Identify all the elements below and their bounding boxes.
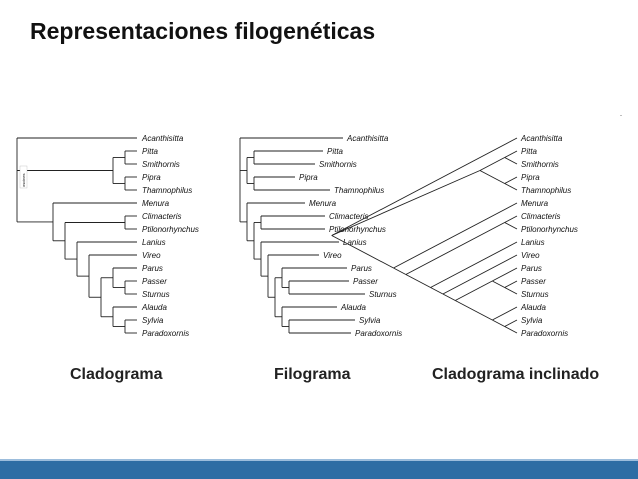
taxon-label-sylvia: Sylvia: [142, 316, 164, 325]
branch-line: [504, 157, 518, 165]
branch-line: [430, 287, 444, 295]
branch-line: [331, 137, 518, 236]
taxon-label-acanthisitta: Acanthisitta: [141, 134, 184, 143]
taxon-label-pipra: Pipra: [299, 173, 318, 182]
taxon-label-sylvia: Sylvia: [359, 316, 381, 325]
branch-line: [455, 300, 493, 321]
side-label-box: [19, 165, 28, 189]
phylogram-caption: Filograma: [274, 366, 351, 383]
taxon-label-ptilonorhynchus: Ptilonorhynchus: [329, 225, 386, 234]
taxon-label-thamnophilus: Thamnophilus: [142, 186, 192, 195]
taxon-label-smithornis: Smithornis: [319, 160, 357, 169]
taxon-label-pitta: Pitta: [327, 147, 344, 156]
branch-line: [393, 267, 407, 275]
branch-line: [492, 267, 518, 282]
taxon-label-vireo: Vireo: [323, 251, 342, 260]
branch-line: [504, 287, 518, 295]
taxon-label-pitta: Pitta: [521, 147, 538, 156]
taxon-label-pipra: Pipra: [142, 173, 161, 182]
taxon-label-climacteris: Climacteris: [142, 212, 182, 221]
taxon-label-pipra: Pipra: [521, 173, 540, 182]
branch-line: [442, 293, 456, 301]
branch-line: [504, 215, 518, 223]
taxon-label-parus: Parus: [351, 264, 372, 273]
taxon-label-smithornis: Smithornis: [142, 160, 180, 169]
branch-line: [405, 222, 505, 275]
taxon-label-menura: Menura: [521, 199, 549, 208]
branch-line: [393, 202, 518, 269]
slanted-cladogram-caption: Cladograma inclinado: [432, 366, 600, 383]
branch-line: [504, 319, 518, 327]
branch-line: [492, 306, 518, 321]
taxon-label-paradoxornis: Paradoxornis: [521, 329, 568, 338]
branch-line: [504, 176, 518, 184]
taxon-label-parus: Parus: [521, 264, 542, 273]
taxon-label-acanthisitta: Acanthisitta: [520, 134, 563, 143]
branch-line: [504, 222, 518, 230]
branch-line: [479, 170, 505, 184]
taxon-label-passer: Passer: [353, 277, 378, 286]
branch-line: [430, 241, 518, 288]
slide-title: Representaciones filogenéticas: [30, 18, 376, 44]
taxon-label-passer: Passer: [521, 277, 546, 286]
branch-line: [405, 274, 431, 288]
corner-mark: -: [620, 113, 622, 119]
taxon-label-lanius: Lanius: [142, 238, 166, 247]
branch-line: [504, 150, 518, 158]
taxon-label-sturnus: Sturnus: [521, 290, 549, 299]
branch-line: [442, 254, 518, 295]
taxon-label-alauda: Alauda: [340, 303, 366, 312]
taxon-label-smithornis: Smithornis: [521, 160, 559, 169]
taxon-label-vireo: Vireo: [142, 251, 161, 260]
taxon-label-lanius: Lanius: [343, 238, 367, 247]
taxon-label-climacteris: Climacteris: [521, 212, 561, 221]
taxon-label-acanthisitta: Acanthisitta: [346, 134, 389, 143]
cladogram-caption: Cladograma: [70, 366, 163, 383]
footer-rule: [0, 459, 638, 461]
taxon-label-climacteris: Climacteris: [329, 212, 369, 221]
side-label: oscines: [21, 173, 26, 187]
footer-bar: [0, 461, 638, 479]
branch-line: [479, 157, 505, 171]
taxon-label-vireo: Vireo: [521, 251, 540, 260]
taxon-label-paradoxornis: Paradoxornis: [355, 329, 402, 338]
taxon-label-thamnophilus: Thamnophilus: [521, 186, 571, 195]
taxon-label-ptilonorhynchus: Ptilonorhynchus: [142, 225, 199, 234]
branch-line: [504, 183, 518, 191]
branch-line: [504, 326, 518, 334]
branch-line: [455, 280, 493, 301]
taxon-label-sylvia: Sylvia: [521, 316, 543, 325]
branch-line: [504, 280, 518, 288]
taxon-label-menura: Menura: [142, 199, 170, 208]
taxon-label-sturnus: Sturnus: [369, 290, 397, 299]
branch-line: [331, 170, 481, 236]
taxon-label-menura: Menura: [309, 199, 337, 208]
branch-line: [331, 235, 394, 269]
branch-line: [492, 319, 505, 327]
taxon-label-alauda: Alauda: [520, 303, 546, 312]
taxon-label-paradoxornis: Paradoxornis: [142, 329, 189, 338]
branch-line: [492, 280, 505, 288]
taxon-label-passer: Passer: [142, 277, 167, 286]
taxon-label-parus: Parus: [142, 264, 163, 273]
taxon-label-alauda: Alauda: [141, 303, 167, 312]
taxon-label-pitta: Pitta: [142, 147, 159, 156]
taxon-label-ptilonorhynchus: Ptilonorhynchus: [521, 225, 578, 234]
taxon-label-sturnus: Sturnus: [142, 290, 170, 299]
taxon-label-thamnophilus: Thamnophilus: [334, 186, 384, 195]
taxon-label-lanius: Lanius: [521, 238, 545, 247]
